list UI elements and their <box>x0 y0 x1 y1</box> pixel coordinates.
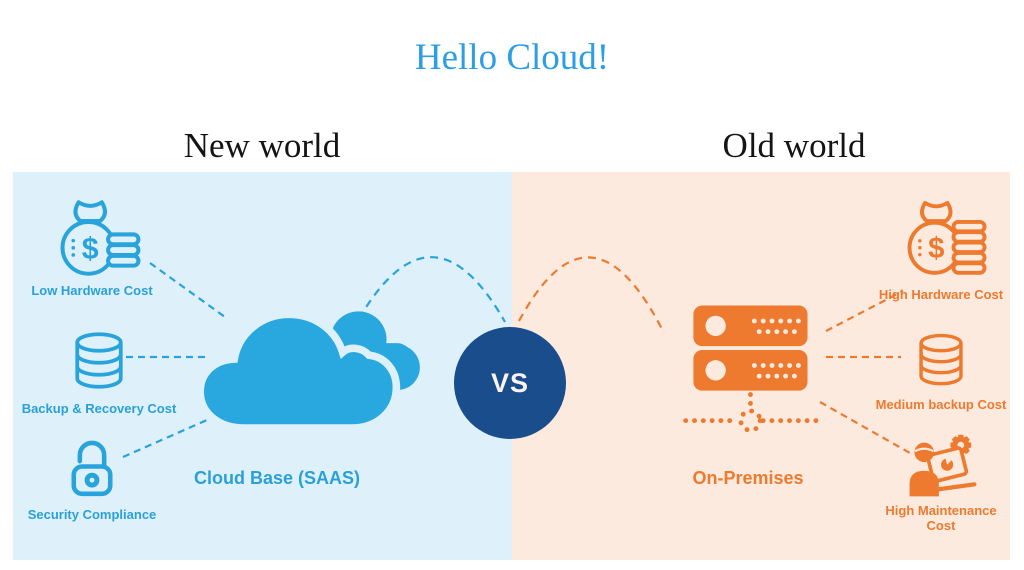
list-item: Backup & Recovery Cost <box>14 326 184 417</box>
padlock-icon <box>71 440 113 497</box>
item-label: High Maintenance Cost <box>885 503 997 533</box>
list-item: High Maintenance Cost <box>876 428 1006 534</box>
item-label: High Hardware Cost <box>878 287 1004 302</box>
screen-icon <box>926 446 969 483</box>
dashed-line <box>825 290 904 332</box>
list-item: Security Compliance <box>14 432 170 523</box>
database-icon <box>919 333 963 386</box>
item-label: Low Hardware Cost <box>31 283 153 298</box>
money-bag-icon: $ <box>60 200 141 276</box>
database-icon <box>75 332 123 389</box>
cloud-icon <box>196 310 420 432</box>
dashed-line <box>149 262 226 318</box>
list-item: $ Low Hardware Cost <box>14 196 170 299</box>
page-title: Hello Cloud! <box>414 37 610 78</box>
technician-gear-icon <box>909 434 977 497</box>
person-icon <box>909 442 939 497</box>
on-premises-label: On-Premises <box>692 468 804 488</box>
server-rack-icon <box>683 305 820 433</box>
dashed-line <box>819 401 911 454</box>
vs-label: VS <box>490 367 530 398</box>
new-world-heading: New world <box>183 126 341 165</box>
item-label: Backup & Recovery Cost <box>21 401 177 416</box>
list-item: $ High Hardware Cost <box>876 196 1006 303</box>
dashed-line <box>122 418 208 459</box>
cloud-label: Cloud Base (SAAS) <box>193 468 361 488</box>
list-item: Medium backup Cost <box>871 328 1011 413</box>
old-world-heading: Old world <box>722 126 866 165</box>
money-bag-coins-icon: $ <box>907 200 987 275</box>
vs-badge: VS <box>454 327 566 439</box>
item-label: Medium backup Cost <box>875 397 1007 412</box>
svg-text:$: $ <box>82 233 99 266</box>
item-label: Security Compliance <box>27 507 157 522</box>
dashed-arc <box>518 256 665 334</box>
svg-text:$: $ <box>928 232 944 265</box>
